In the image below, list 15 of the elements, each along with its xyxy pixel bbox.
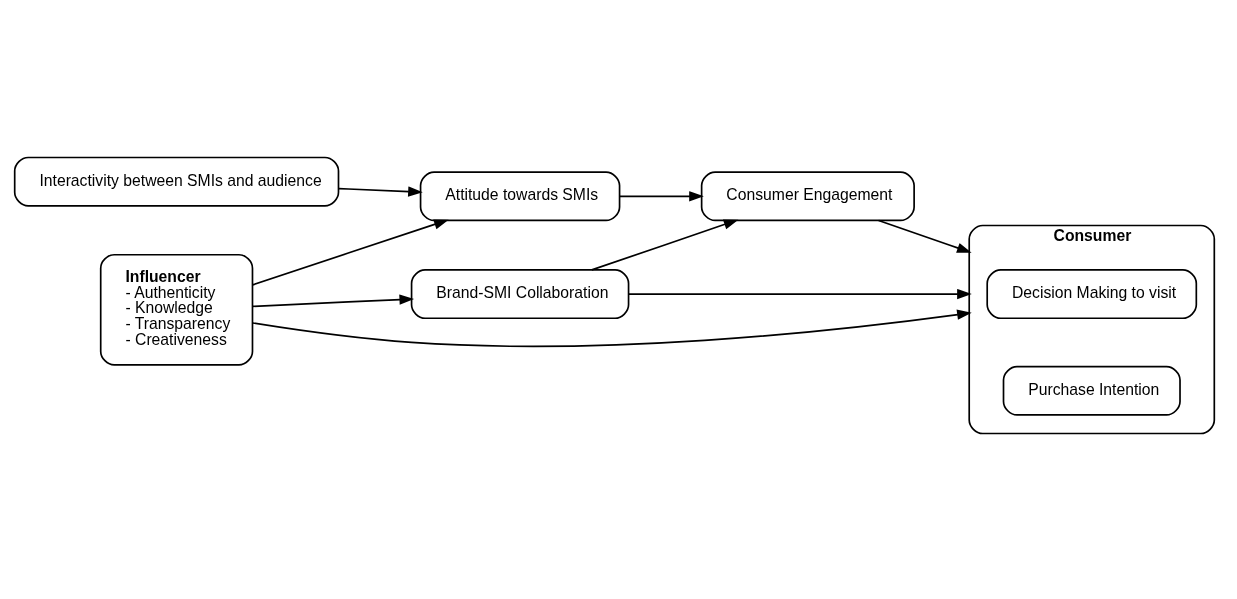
node-box: Consumer Engagement [700,170,915,221]
arrow [618,190,704,201]
node-box: Interactivity between SMIs and audience [13,156,339,207]
arrow [627,288,972,299]
arrow [251,309,972,347]
node-box: Decision Making to visit [985,268,1197,319]
arrow [590,219,738,271]
node-box: Brand-SMI Collaboration [410,268,629,319]
arrow [251,218,449,286]
arrow [877,219,972,253]
node-box: Influencer - Authenticity - Knowledge - Transparency - Creativeness [99,253,253,366]
node-box: Attitude towards SMIs [419,170,620,221]
node-box: Purchase Intention [1002,365,1181,416]
arrow [251,294,414,307]
arrow [337,185,423,197]
